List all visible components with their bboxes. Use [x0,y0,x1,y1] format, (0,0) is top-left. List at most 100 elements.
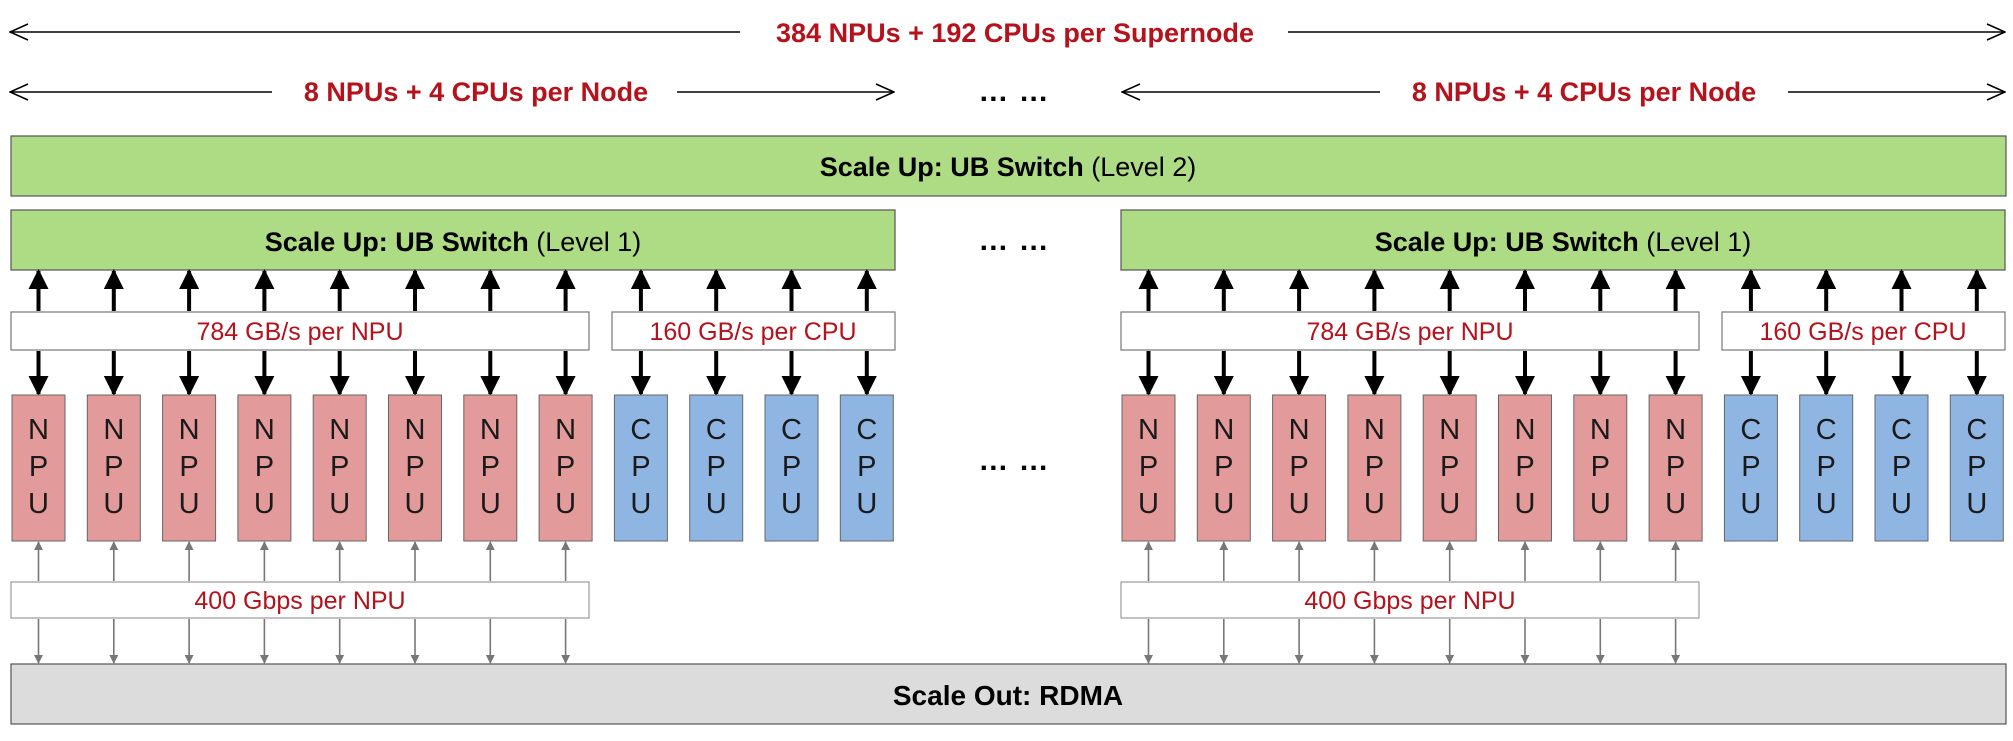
cpu-chip-left-4-letter-3: U [856,488,877,520]
cpu-bandwidth-label-right: 160 GB/s per CPU [1759,318,1966,346]
scaleout-rdma: Scale Out: RDMA [10,663,2007,725]
npu-chip-left-4-letter-3: U [254,488,275,520]
npu-bandwidth-label-right: 784 GB/s per NPU [1306,318,1513,346]
npu-chip-right-4 [1347,394,1402,542]
npu-chip-left-2 [86,394,141,542]
scaleout-bandwidth-box-right [1120,581,1700,619]
cpu-chip-left-3-letter-2: P [782,451,801,483]
level1-switch-bar-right [1120,209,2006,271]
npu-chip-right-7-letter-1: N [1590,414,1611,446]
npu-chip-left-2-letter-2: P [104,451,123,483]
level1-switch-left: Scale Up: UB Switch (Level 1) [10,209,896,271]
npu-bandwidth-box-left [10,311,590,351]
npu-chip-right-4-letter-3: U [1364,488,1385,520]
npu-chip-right-8-letter-2: P [1666,451,1685,483]
level2-switch-label: Scale Up: UB Switch (Level 2) [820,152,1197,182]
cpu-chip-right-1 [1723,394,1778,542]
level1-switch-right: Scale Up: UB Switch (Level 1) [1120,209,2006,271]
cpu-bandwidth-box-right [1721,311,2006,351]
cpu-chip-right-1-letter-2: P [1741,451,1760,483]
npu-chip-right-4-letter-2: P [1365,451,1384,483]
npu-chip-left-6-letter-1: N [405,414,426,446]
npu-chip-left-3-letter-3: U [179,488,200,520]
cpu-chip-left-2-letter-2: P [707,451,726,483]
npu-chip-left-6-letter-2: P [405,451,424,483]
level2-switch-bar [10,135,2007,197]
cpu-chip-left-2-letter-3: U [706,488,727,520]
cpu-bandwidth-box-left [611,311,896,351]
cpu-bandwidth-label-left: 160 GB/s per CPU [649,318,856,346]
npu-bandwidth-label-left: 784 GB/s per NPU [196,318,403,346]
npu-chip-right-1-letter-3: U [1138,488,1159,520]
level1-switch-label-left-bold: Scale Up: UB Switch [265,227,529,257]
node-span-right: 8 NPUs + 4 CPUs per Node [1122,77,2005,107]
cpu-chip-right-1-letter-3: U [1740,488,1761,520]
npu-chip-left-4 [237,394,292,542]
npu-chip-right-8-letter-1: N [1665,414,1686,446]
level2-switch: Scale Up: UB Switch (Level 2) [10,135,2007,197]
scaleout-bandwidth-label-right: 400 Gbps per NPU [1304,587,1515,615]
ellipsis-level1: … … [978,224,1049,257]
npu-chip-right-2 [1196,394,1251,542]
npu-chip-right-5-letter-1: N [1439,414,1460,446]
cpu-chip-left-1-letter-3: U [630,488,651,520]
npu-chip-left-6-letter-3: U [405,488,426,520]
npu-chip-right-8 [1648,394,1703,542]
npu-chip-right-3-letter-2: P [1289,451,1308,483]
npu-chip-right-1-letter-1: N [1138,414,1159,446]
npu-chip-left-1-letter-3: U [28,488,49,520]
npu-chip-left-8-letter-3: U [555,488,576,520]
npu-chip-right-3-letter-1: N [1289,414,1310,446]
level1-switch-label-right-rest: (Level 1) [1639,227,1752,257]
level2-switch-label-bold: Scale Up: UB Switch [820,152,1084,182]
cpu-chip-right-3-letter-2: P [1892,451,1911,483]
npu-chip-right-5 [1422,394,1477,542]
cpu-chip-left-2 [689,394,744,542]
cpu-chip-left-2-letter-1: C [706,414,727,446]
cpu-chip-left-1-letter-1: C [630,414,651,446]
cpu-chip-right-4-letter-2: P [1967,451,1986,483]
scaleout-rdma-bar [10,663,2007,725]
npu-chip-left-5-letter-2: P [330,451,349,483]
npu-chip-left-3 [162,394,217,542]
npu-chip-left-8-letter-2: P [556,451,575,483]
level1-switch-label-left-rest: (Level 1) [529,227,642,257]
cpu-chip-left-3-letter-3: U [781,488,802,520]
npu-chip-left-3-letter-1: N [179,414,200,446]
npu-chip-right-5-letter-3: U [1439,488,1460,520]
npu-chip-left-4-letter-2: P [255,451,274,483]
npu-chip-right-1-letter-2: P [1139,451,1158,483]
scaleout-bandwidth-box-left [10,581,590,619]
supernode-span: 384 NPUs + 192 CPUs per Supernode [10,18,2005,48]
npu-chip-right-2-letter-2: P [1214,451,1233,483]
scaleout-bandwidth-label-left: 400 Gbps per NPU [194,587,405,615]
cpu-chip-right-1-letter-1: C [1740,414,1761,446]
level2-switch-label-rest: (Level 2) [1084,152,1197,182]
level1-switch-label-right-bold: Scale Up: UB Switch [1375,227,1639,257]
cpu-chip-right-3-letter-1: C [1891,414,1912,446]
npu-chip-left-7-letter-2: P [481,451,500,483]
npu-chip-left-3-letter-2: P [179,451,198,483]
npu-chip-left-8 [538,394,593,542]
npu-chip-left-4-letter-1: N [254,414,275,446]
cpu-chip-left-1-letter-2: P [631,451,650,483]
node-span-left: 8 NPUs + 4 CPUs per Node [10,77,894,107]
cpu-chip-right-4-letter-1: C [1966,414,1987,446]
cpu-chip-left-1 [613,394,668,542]
npu-chip-left-8-letter-1: N [555,414,576,446]
npu-chip-left-2-letter-1: N [103,414,124,446]
npu-chip-left-1 [11,394,66,542]
supernode-label: 384 NPUs + 192 CPUs per Supernode [776,18,1254,48]
npu-chip-left-7 [463,394,518,542]
npu-chip-left-1-letter-2: P [29,451,48,483]
cpu-chip-left-4-letter-2: P [857,451,876,483]
npu-chip-right-7 [1573,394,1628,542]
cpu-chip-right-4-letter-3: U [1966,488,1987,520]
npu-chip-right-6-letter-3: U [1515,488,1536,520]
cpu-chip-left-4 [839,394,894,542]
npu-chip-left-7-letter-1: N [480,414,501,446]
npu-chip-left-6 [388,394,442,542]
level1-switch-label-left: Scale Up: UB Switch (Level 1) [265,227,642,257]
